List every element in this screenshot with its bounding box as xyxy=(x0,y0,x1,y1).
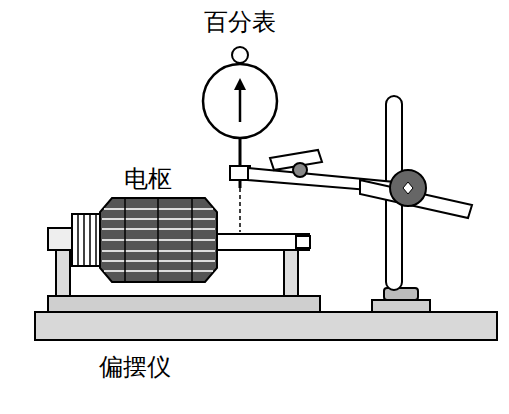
arm-joint xyxy=(293,163,307,177)
stand-base xyxy=(372,300,430,312)
part-label: 电枢 xyxy=(124,167,172,191)
clamp-knob xyxy=(390,170,426,206)
commutator-segments xyxy=(78,214,96,266)
part-label: 偏摆仪 xyxy=(99,355,171,379)
armature-core xyxy=(100,198,217,282)
stand-foot xyxy=(384,288,418,300)
part-label: 百分表 xyxy=(204,10,276,34)
shaft xyxy=(215,234,309,250)
commutator xyxy=(72,214,102,266)
dial-face xyxy=(203,64,277,138)
needle-head xyxy=(234,78,246,90)
tester-bed xyxy=(48,296,320,312)
right-center xyxy=(296,236,310,248)
knob-mark xyxy=(403,182,413,194)
left-center xyxy=(48,228,74,250)
right-support xyxy=(284,246,298,296)
dial-ring xyxy=(232,47,248,63)
indicator-probe xyxy=(239,188,241,232)
left-support xyxy=(56,246,70,296)
base-plate xyxy=(35,312,497,340)
dial-needle xyxy=(239,86,242,122)
armature-slots xyxy=(125,198,192,282)
